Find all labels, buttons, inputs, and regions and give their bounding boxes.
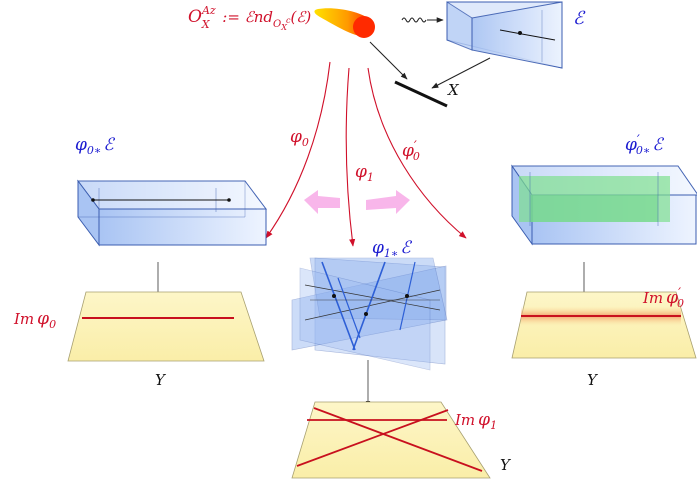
space-X-label: X: [447, 81, 460, 99]
phi1-label: φ1: [355, 162, 374, 184]
base-plane-Y-right: [511, 291, 697, 359]
space-X-segment: [394, 80, 448, 108]
base-plane-Y-center: [291, 401, 491, 479]
pushforward-box-phi0: [77, 179, 267, 247]
arrow-phi1: [345, 67, 356, 247]
sheaf-box-E: [446, 1, 563, 69]
phi0-push-label: φ0∗ℰ: [75, 135, 115, 157]
wavy-arrow-icon: [401, 17, 444, 23]
pushforward-box-phi0-prime: [511, 164, 697, 246]
Y-left-label: Y: [155, 371, 167, 389]
sheaf-E-label: ℰ: [573, 8, 586, 29]
arrow-phi0: [265, 61, 331, 239]
phi0-prime-label: φ′0: [402, 139, 420, 163]
pink-arrow-right-icon: [366, 190, 410, 214]
phi0-prime-push-label: φ′0∗ℰ: [625, 133, 664, 157]
arrow-E-to-X: [431, 57, 491, 89]
phi1-push-label: φ1∗ℰ: [372, 238, 412, 260]
Y-right-label: Y: [587, 371, 599, 389]
base-plane-Y-left: [67, 291, 265, 362]
phi0-label: φ0: [290, 127, 309, 149]
arrow-comet-to-X: [369, 41, 408, 80]
pushforward-planes-phi1: [291, 257, 448, 371]
Y-center-label: Y: [500, 456, 512, 474]
comet-icon: [314, 8, 375, 38]
pink-arrow-left-icon: [304, 190, 340, 214]
arrow-phi0-prime: [367, 67, 467, 239]
